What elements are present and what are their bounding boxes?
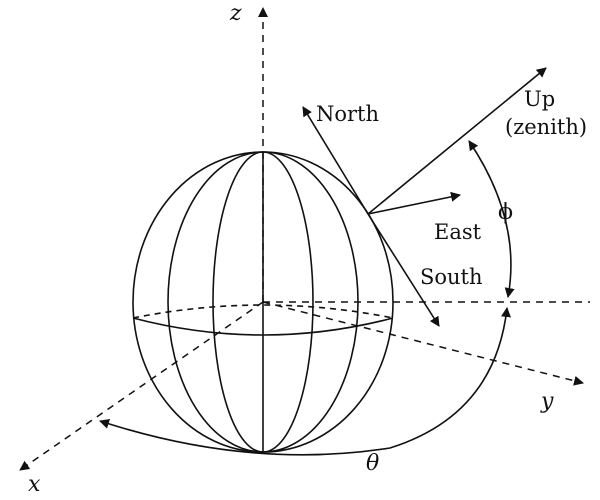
phi-label: ϕ (498, 200, 513, 225)
south-label: South (420, 265, 483, 289)
angle-arcs (99, 140, 515, 456)
up-vector (367, 67, 547, 215)
zenith-label: (zenith) (505, 115, 588, 139)
axes (19, 7, 590, 471)
theta-label: θ (366, 451, 380, 476)
z-axis-label: z (230, 1, 242, 26)
east-vector (367, 191, 461, 215)
east-label: East (434, 220, 482, 244)
phi-arc (468, 140, 515, 298)
x-axis-label: x (28, 472, 41, 497)
theta-arc (99, 307, 511, 456)
y-axis-label: y (541, 389, 554, 414)
x-axis (19, 301, 264, 471)
north-vector (302, 106, 369, 215)
up-label: Up (524, 87, 556, 111)
north-label: North (316, 102, 380, 126)
direction-vectors (302, 67, 547, 327)
